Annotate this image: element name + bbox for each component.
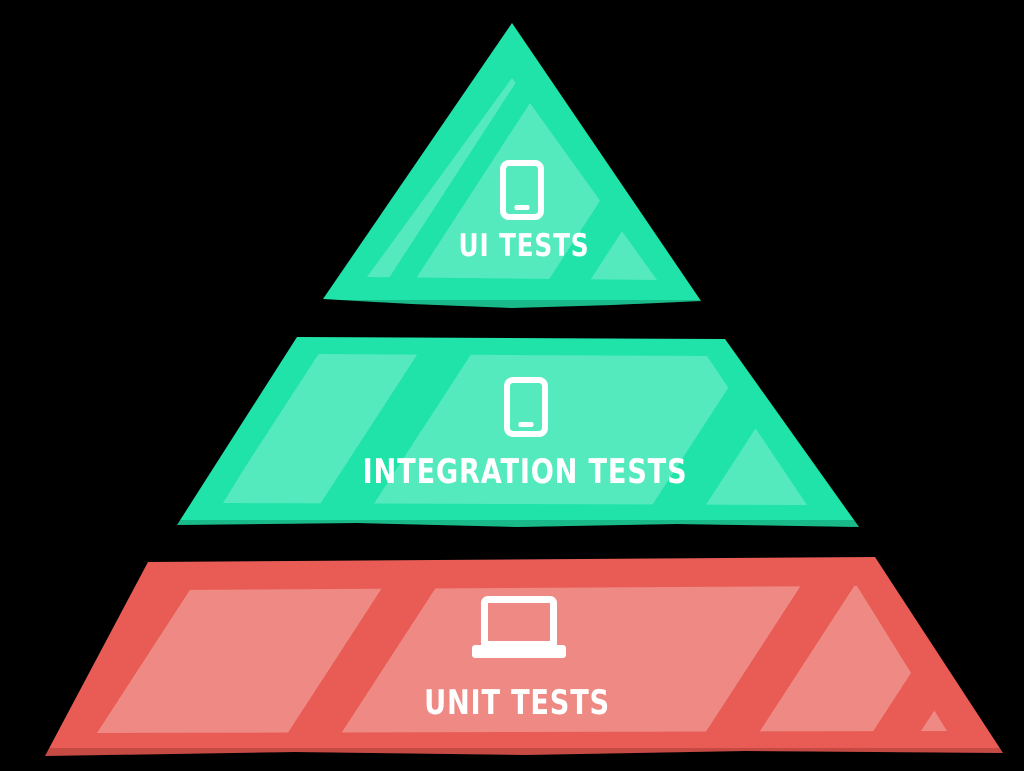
laptop-base bbox=[472, 645, 566, 658]
layer-label-unit-tests: UNIT TESTS bbox=[424, 683, 610, 723]
layer-label-integration-tests: INTEGRATION TESTS bbox=[362, 452, 688, 492]
pyramid-layer-ui-tests: UI TESTS bbox=[323, 23, 701, 308]
smartphone-home-bar bbox=[514, 205, 530, 210]
pyramid-layer-integration-tests: INTEGRATION TESTS bbox=[177, 337, 859, 527]
pyramid-layer-unit-tests: UNIT TESTS bbox=[45, 557, 1003, 756]
smartphone-icon bbox=[504, 377, 548, 437]
diagonal-stripes bbox=[95, 586, 947, 733]
layer-label-ui-tests: UI TESTS bbox=[458, 228, 590, 264]
laptop-screen bbox=[481, 596, 557, 648]
smartphone-home-bar bbox=[518, 422, 534, 427]
laptop-icon bbox=[472, 596, 566, 658]
smartphone-icon bbox=[500, 160, 544, 220]
